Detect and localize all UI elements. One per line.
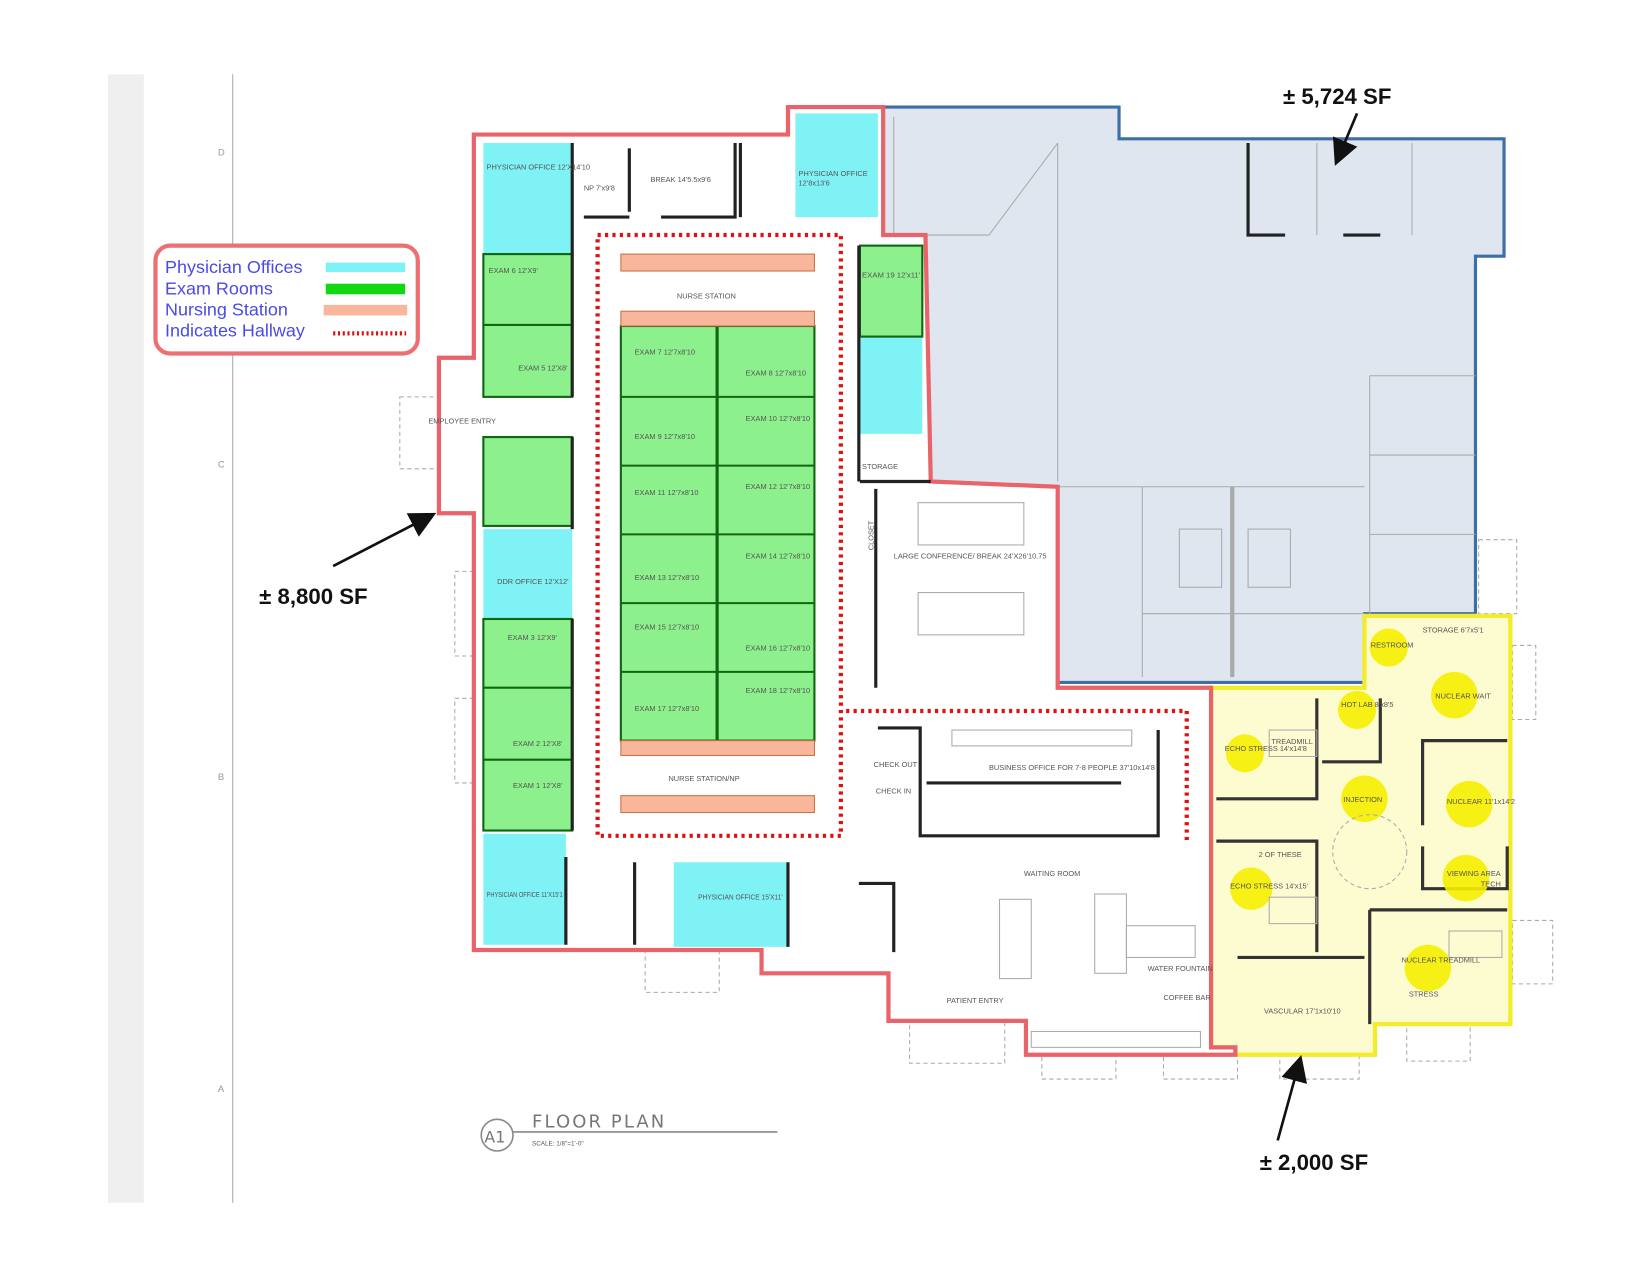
room-label: NUCLEAR 11'1x14'2 — [1447, 797, 1515, 806]
area-callouts: ± 5,724 SF ± 8,800 SF ± 2,000 SF — [259, 84, 1391, 1175]
room-label: PHYSICIAN OFFICE 12'X14'10 — [487, 162, 590, 171]
room-label: CLOSET — [867, 520, 876, 550]
room-label: 2 OF THESE — [1259, 850, 1302, 859]
area-label-main: ± 8,800 SF — [259, 584, 367, 609]
furniture-outlines — [917, 502, 1503, 1048]
legend: Physician Offices Exam Rooms Nursing Sta… — [153, 243, 420, 356]
room-label: NURSE STATION — [677, 292, 736, 301]
sheet-margin-bar — [107, 74, 144, 1203]
room-label: WATER FOUNTAIN — [1148, 964, 1213, 973]
room-label: EXAM 5 12'X8' — [518, 363, 568, 372]
room-label-wrapper: PHYSICIAN OFFICE 12'8x13'6 — [798, 170, 868, 188]
room-label: EXAM 12 12'7x8'10 — [746, 482, 810, 491]
room-label: INJECTION — [1343, 795, 1382, 804]
title-scale: SCALE: 1/8"=1'-0" — [532, 1141, 584, 1148]
room-label: EXAM 13 12'7x8'10 — [635, 573, 699, 582]
room-label: EXAM 11 12'7x8'10 — [635, 488, 699, 497]
room-label: EXAM 8 12'7x8'10 — [746, 369, 806, 378]
room-label: PATIENT ENTRY — [947, 996, 1004, 1005]
room-label: CHECK OUT — [874, 760, 918, 769]
room-label: EXAM 16 12'7x8'10 — [746, 644, 810, 653]
room-labels: PHYSICIAN OFFICE 12'X14'10 NP 7'x9'8 BRE… — [428, 162, 1515, 1015]
arrow-main — [332, 512, 437, 568]
room-label: EXAM 3 12'X9' — [508, 633, 558, 642]
area-label-shell: ± 5,724 SF — [1283, 84, 1391, 109]
legend-label-nursing-station: Nursing Station — [165, 299, 288, 319]
room-label: EXAM 14 12'7x8'10 — [746, 552, 810, 561]
room-label: DDR OFFICE 12'X12' — [497, 577, 569, 586]
room-label: STRESS — [1409, 990, 1439, 999]
room-label: CHECK IN — [876, 787, 911, 796]
room-label: EXAM 10 12'7x8'10 — [746, 414, 810, 423]
nursing-stations — [620, 253, 815, 814]
room-label: PHYSICIAN OFFICE 12'8x13'6 — [798, 170, 868, 188]
room-label: EXAM 2 12'X8' — [513, 739, 563, 748]
area-label-cardio: ± 2,000 SF — [1260, 1150, 1368, 1175]
room-label: VASCULAR 17'1x10'10 — [1264, 1007, 1341, 1016]
room-label: EXAM 6 12'X9' — [489, 266, 539, 275]
room-label: TECH — [1481, 880, 1501, 889]
room-label: STORAGE 6'7x5'1 — [1423, 626, 1484, 635]
legend-label-exam-rooms: Exam Rooms — [165, 278, 273, 298]
legend-swatch-physician-offices — [325, 262, 406, 273]
exam-rooms — [482, 244, 924, 832]
title-tag: A1 — [484, 1128, 505, 1147]
room-label: ECHO STRESS 14'x14'8 — [1225, 744, 1307, 753]
shell-existing-walls — [893, 116, 1476, 678]
arrow-shell — [1332, 112, 1359, 166]
room-label: EXAM 17 12'7x8'10 — [635, 704, 699, 713]
grid-markers: D C B A — [218, 148, 225, 1095]
room-label: STORAGE — [862, 462, 898, 471]
physician-offices — [483, 113, 923, 947]
room-label: EMPLOYEE ENTRY — [428, 416, 496, 425]
highlight-circles — [1225, 628, 1493, 992]
grid-marker-a: A — [218, 1084, 225, 1095]
legend-label-hallway: Indicates Hallway — [165, 321, 305, 341]
grid-marker-c: C — [218, 460, 225, 471]
room-label: EXAM 15 12'7x8'10 — [635, 623, 699, 632]
legend-box — [153, 243, 420, 356]
room-label: WAITING ROOM — [1024, 869, 1080, 878]
room-label: NUCLEAR TREADMILL — [1401, 956, 1480, 965]
room-label: RESTROOM — [1371, 641, 1414, 650]
room-label: PHYSICIAN OFFICE 11'X15'1 — [487, 890, 563, 899]
hallway-markers — [595, 232, 1189, 842]
legend-swatch-exam-rooms — [325, 283, 406, 295]
interior-walls — [564, 143, 1160, 953]
room-label: BREAK 14'5.5x9'6 — [650, 175, 710, 184]
room-label: EXAM 9 12'7x8'10 — [635, 432, 695, 441]
title-block: A1 FLOOR PLAN SCALE: 1/8"=1'-0" — [480, 1112, 778, 1152]
grid-marker-d: D — [218, 148, 225, 159]
room-label: BUSINESS OFFICE FOR 7-8 PEOPLE 37'10x14'… — [989, 763, 1155, 772]
room-label: EXAM 19 12'x11' — [862, 270, 921, 279]
room-label: TREADMILL — [1271, 737, 1312, 746]
legend-label-physician-offices: Physician Offices — [165, 257, 303, 277]
room-label: PHYSICIAN OFFICE 15'X11' — [698, 892, 783, 901]
room-label: NP 7'x9'8 — [584, 184, 615, 193]
room-label: ECHO STRESS 14'x15' — [1230, 882, 1309, 891]
room-label: EXAM 18 12'7x8'10 — [746, 686, 810, 695]
grid-marker-b: B — [218, 772, 224, 783]
room-label: HOT LAB 8'x8'5 — [1341, 700, 1393, 709]
room-label: NUCLEAR WAIT — [1435, 691, 1491, 700]
room-label: LARGE CONFERENCE/ BREAK 24'X26'10.75 — [894, 552, 1047, 561]
arrow-cardio — [1276, 1054, 1308, 1141]
room-label: VIEWING AREA — [1447, 869, 1501, 878]
room-label: EXAM 1 12'X8' — [513, 781, 563, 790]
room-label: EXAM 7 12'7x8'10 — [635, 348, 695, 357]
title-tag-circle — [480, 1118, 514, 1152]
title-text: FLOOR PLAN — [532, 1112, 666, 1133]
room-label: NURSE STATION/NP — [668, 774, 739, 783]
room-label: COFFEE BAR — [1163, 993, 1210, 1002]
legend-swatch-nursing-station — [323, 304, 408, 316]
